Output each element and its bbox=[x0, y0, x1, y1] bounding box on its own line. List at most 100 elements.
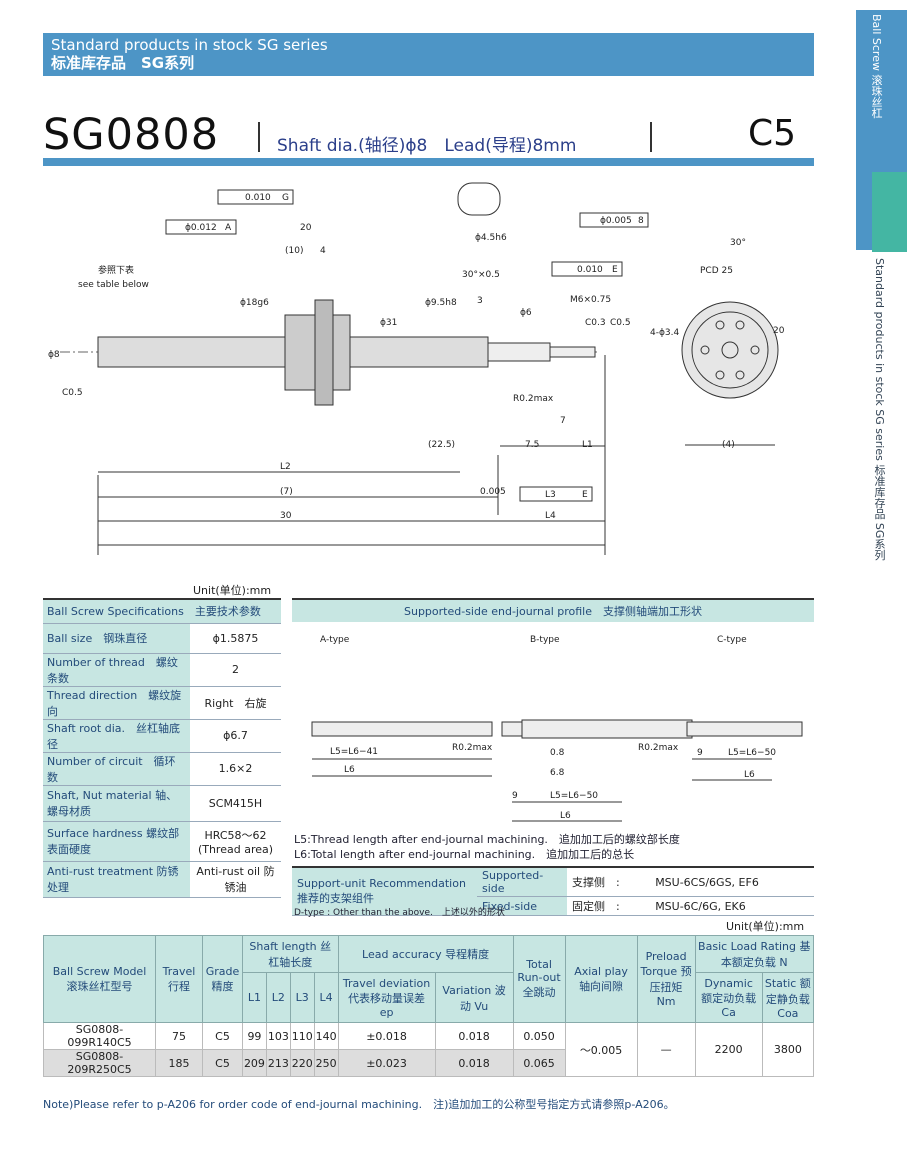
shaft-lead-spec: Shaft dia.(轴径)ϕ8 Lead(导程)8mm bbox=[277, 136, 577, 156]
title-divider bbox=[258, 122, 260, 152]
drawing-label: C0.5 bbox=[62, 388, 83, 398]
title-divider bbox=[650, 122, 652, 152]
profile-notes: L5:Thread length after end-journal machi… bbox=[294, 832, 680, 862]
drawing-label: (7) bbox=[280, 487, 293, 497]
drawing-label: E bbox=[612, 265, 618, 275]
col-dynamic: Dynamic 额定动负载 Ca bbox=[694, 972, 763, 1023]
spec-value: 1.6×2 bbox=[190, 752, 281, 786]
cell-l4: 140 bbox=[313, 1022, 339, 1050]
header-chinese: 标准库存品 SG系列 bbox=[51, 54, 195, 72]
cell-dev: ±0.018 bbox=[337, 1022, 436, 1050]
col-travel: Travel 行程 bbox=[155, 935, 203, 1023]
drawing-label: ϕ31 bbox=[380, 318, 397, 328]
profile-dim: L5=L6−41 bbox=[330, 747, 378, 757]
note-l5: L5:Thread length after end-journal machi… bbox=[294, 833, 680, 846]
col-l3: L3 bbox=[289, 972, 315, 1023]
drawing-label: 4 bbox=[320, 246, 326, 256]
support-table: Support-unit Recommendation 推荐的支架组件 Supp… bbox=[292, 866, 814, 916]
drawing-label: ϕ0.005 bbox=[600, 216, 632, 226]
drawing-label: ϕ18g6 bbox=[240, 298, 269, 308]
profile-dim: L6 bbox=[560, 811, 571, 821]
drawing-label: E bbox=[582, 490, 588, 500]
col-l2: L2 bbox=[265, 972, 291, 1023]
profile-type-b: B-type bbox=[530, 635, 560, 645]
drawing-label: L2 bbox=[280, 462, 291, 472]
drawing-label: 0.005 bbox=[480, 487, 506, 497]
col-variation: Variation 波动 Vu bbox=[434, 972, 514, 1023]
drawing-label: 7.5 bbox=[525, 440, 539, 450]
drawing-label: L1 bbox=[582, 440, 593, 450]
grade-title: C5 bbox=[748, 113, 797, 154]
profile-dim: 9 bbox=[512, 791, 518, 801]
profile-dim: 9 bbox=[697, 748, 703, 758]
profile-dim: R0.2max bbox=[452, 743, 493, 753]
col-static: Static 额定静负载 Coa bbox=[761, 972, 815, 1023]
col-lead-accuracy: Lead accuracy 导程精度 bbox=[337, 935, 514, 973]
support-value: MSU-6CS/6GS, EF6 bbox=[650, 867, 814, 897]
unit-label: Unit(单位):mm bbox=[726, 920, 805, 933]
drawing-label: 3 bbox=[477, 296, 483, 306]
cell-model: SG0808-099R140C5 bbox=[43, 1022, 156, 1050]
side-tab-accent bbox=[872, 172, 907, 252]
col-axial: Axial play 轴向间隙 bbox=[564, 935, 638, 1023]
col-model: Ball Screw Model 滚珠丝杠型号 bbox=[43, 935, 156, 1023]
note-l6: L6:Total length after end-journal machin… bbox=[294, 848, 635, 861]
drawing-label: C0.3 bbox=[585, 318, 606, 328]
support-side: Fixed-side bbox=[477, 896, 567, 916]
drawing-label: L4 bbox=[545, 511, 556, 521]
profile-dim: L6 bbox=[344, 765, 355, 775]
profile-type-a: A-type bbox=[320, 635, 350, 645]
profile-dim: 0.8 bbox=[550, 748, 565, 758]
cell-l2: 213 bbox=[265, 1049, 291, 1077]
cell-runout: 0.065 bbox=[512, 1049, 566, 1077]
cell-grade: C5 bbox=[202, 1022, 243, 1050]
support-side-cn: 支撑侧 : bbox=[567, 867, 651, 897]
spec-table: Ball Screw Specifications 主要技术参数 Ball si… bbox=[43, 598, 281, 898]
cell-preload: — bbox=[636, 1022, 696, 1077]
drawing-label: R0.2max bbox=[513, 394, 554, 404]
profile-dim: L6 bbox=[744, 770, 755, 780]
drawing-label: 0.010 bbox=[577, 265, 603, 275]
drawing-label: 0.010 bbox=[245, 193, 271, 203]
col-load: Basic Load Rating 基本额定负载 N bbox=[694, 935, 815, 973]
drawing-label: (10) bbox=[285, 246, 303, 256]
cell-static: 3800 bbox=[761, 1022, 815, 1077]
drawing-label: (22.5) bbox=[428, 440, 455, 450]
profile-type-c: C-type bbox=[717, 635, 747, 645]
spec-value: HRC58～62 (Thread area) bbox=[190, 821, 281, 862]
cell-runout: 0.050 bbox=[512, 1022, 566, 1050]
spec-value: Anti-rust oil 防锈油 bbox=[190, 861, 281, 898]
model-title: SG0808 bbox=[43, 110, 220, 160]
drawing-label: 30°×0.5 bbox=[462, 270, 500, 280]
header-english: Standard products in stock SG series bbox=[51, 36, 328, 54]
spec-key: Thread direction 螺纹旋向 bbox=[43, 686, 190, 720]
profile-dim: L5=L6−50 bbox=[550, 791, 598, 801]
col-shaft-length: Shaft length 丝杠轴长度 bbox=[242, 935, 339, 973]
profile-dim: 6.8 bbox=[550, 768, 565, 778]
spec-key: Number of circuit 循环数 bbox=[43, 752, 190, 786]
drawing-label: L3 bbox=[545, 490, 556, 500]
side-section-label: Standard products in stock SG series 标准库… bbox=[873, 258, 886, 561]
drawing-label: ϕ9.5h8 bbox=[425, 298, 457, 308]
spec-header: Ball Screw Specifications 主要技术参数 bbox=[43, 598, 281, 624]
col-l4: L4 bbox=[313, 972, 339, 1023]
support-side-cn: 固定侧 : bbox=[567, 896, 651, 916]
cell-travel: 185 bbox=[155, 1049, 203, 1077]
drawing-label: 20 bbox=[300, 223, 312, 233]
col-grade: Grade 精度 bbox=[202, 935, 243, 1023]
support-title: Support-unit Recommendation 推荐的支架组件 bbox=[292, 867, 477, 916]
drawing-label: G bbox=[282, 193, 289, 203]
spec-key: Shaft root dia. 丝杠轴底径 bbox=[43, 719, 190, 753]
cell-dev: ±0.023 bbox=[337, 1049, 436, 1077]
cell-l3: 110 bbox=[289, 1022, 315, 1050]
cell-l1: 209 bbox=[242, 1049, 267, 1077]
drawing-label: C0.5 bbox=[610, 318, 631, 328]
spec-key: Number of thread 螺纹条数 bbox=[43, 653, 190, 687]
drawing-label: ϕ0.012 bbox=[185, 223, 217, 233]
